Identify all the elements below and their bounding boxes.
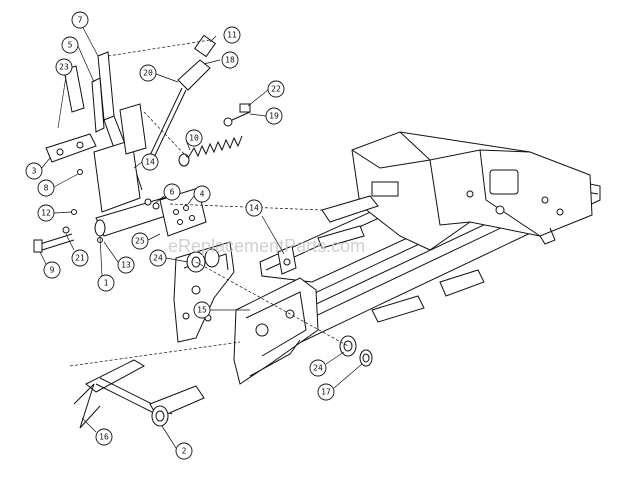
callout-24 xyxy=(309,359,327,377)
loose-bushings xyxy=(339,335,373,367)
callout-label: 2 xyxy=(182,447,187,456)
callout-label: 3 xyxy=(32,167,37,176)
callout-14 xyxy=(141,153,159,171)
callout-label: 19 xyxy=(269,112,279,121)
callout-label: 18 xyxy=(225,56,235,65)
callouts: 7 5 23 11 18 20 22 19 10 3 xyxy=(25,11,363,460)
lower-shaft xyxy=(73,359,205,429)
callout-label: 6 xyxy=(170,188,175,197)
callout-2 xyxy=(175,442,193,460)
callout-label: 14 xyxy=(249,204,259,213)
callout-label: 10 xyxy=(189,134,199,143)
callout-label: 21 xyxy=(75,254,85,263)
callout-9 xyxy=(43,261,61,279)
callout-label: 12 xyxy=(41,209,51,218)
callout-20 xyxy=(139,64,157,82)
callout-label: 17 xyxy=(321,388,331,397)
callout-12 xyxy=(37,204,55,222)
callout-label: 8 xyxy=(44,184,49,193)
callout-label: 15 xyxy=(197,306,207,315)
callout-label: 24 xyxy=(313,364,323,373)
callout-15 xyxy=(193,301,211,319)
callout-16 xyxy=(95,428,113,446)
callout-13 xyxy=(117,256,135,274)
callout-label: 23 xyxy=(59,63,69,72)
callout-label: 13 xyxy=(121,261,131,270)
callout-1 xyxy=(97,274,115,292)
callout-19 xyxy=(265,107,283,125)
callout-11 xyxy=(223,26,241,44)
callout-label: 20 xyxy=(143,69,153,78)
callout-label: 14 xyxy=(145,158,155,167)
callout-label: 4 xyxy=(200,190,205,199)
callout-7 xyxy=(71,11,89,29)
callout-label: 24 xyxy=(153,254,163,263)
callout-22 xyxy=(267,80,285,98)
callout-21 xyxy=(71,249,89,267)
watermark-text: eReplacementParts.com xyxy=(168,236,365,256)
callout-label: 1 xyxy=(104,279,109,288)
callout-25 xyxy=(131,232,149,250)
callout-label: 11 xyxy=(227,31,237,40)
callout-label: 9 xyxy=(50,266,55,275)
callout-17 xyxy=(317,383,335,401)
callout-label: 22 xyxy=(271,85,281,94)
callout-14 xyxy=(245,199,263,217)
callout-3 xyxy=(25,162,43,180)
callout-6 xyxy=(163,183,181,201)
callout-label: 16 xyxy=(99,433,109,442)
callout-5 xyxy=(61,36,79,54)
callout-23 xyxy=(55,58,73,76)
callout-label: 25 xyxy=(135,237,145,246)
callout-4 xyxy=(193,185,211,203)
callout-label: 7 xyxy=(78,16,83,25)
callout-8 xyxy=(37,179,55,197)
main-frame xyxy=(233,131,601,385)
callout-10 xyxy=(185,129,203,147)
callout-24 xyxy=(149,249,167,267)
callout-label: 5 xyxy=(68,41,73,50)
callout-18 xyxy=(221,51,239,69)
